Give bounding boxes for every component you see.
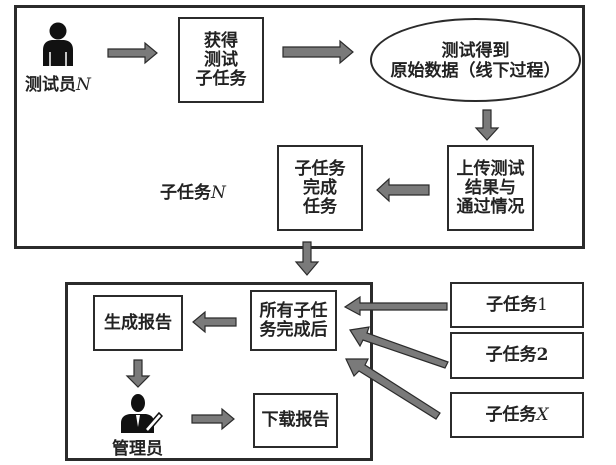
admin-label: 管理员: [112, 439, 163, 459]
tester-var: N: [76, 75, 91, 95]
arrow-ellipse-to-upload: [474, 109, 500, 141]
arrow-report-to-admin: [125, 359, 151, 388]
tester-workflow-frame: [14, 5, 585, 249]
subtask-1-suffix: 1: [537, 294, 548, 315]
arrow-frame-to-all-done: [294, 241, 320, 276]
tester-label-text: 测试员: [25, 75, 76, 95]
subtask-n-var: N: [211, 183, 226, 203]
download-report-box: 下载报告: [253, 393, 338, 448]
subtask-n-label: 子任务N: [160, 178, 226, 203]
upload-results-box: 上传测试 结果与 通过情况: [447, 145, 534, 231]
subtask-n-text: 子任务: [160, 183, 211, 203]
subtask-x-suffix: X: [536, 404, 549, 425]
subtask-2-suffix: 2: [536, 345, 549, 365]
subtask-x-label: 子任务: [485, 404, 537, 425]
subtask-complete-box: 子任务 完成 任务: [277, 145, 363, 231]
tester-label: 测试员N: [25, 70, 91, 95]
generate-report-box: 生成报告: [93, 295, 183, 351]
arrow-all-done-to-report: [192, 310, 237, 334]
raw-data-ellipse: 测试得到 原始数据（线下过程）: [370, 18, 581, 102]
arrow-subtask-x-to-all-done: [345, 358, 441, 420]
tester-person-icon: [43, 22, 73, 66]
arrow-subtask-2-to-all-done: [349, 326, 449, 369]
get-subtask-box: 获得 测试 子任务: [178, 17, 264, 103]
subtask-1-label: 子任务: [486, 294, 538, 315]
arrow-tester-to-get-task: [107, 41, 158, 65]
arrow-admin-to-download: [191, 407, 235, 431]
arrow-upload-to-complete: [376, 177, 430, 203]
arrow-subtask-1-to-all-done: [343, 295, 448, 316]
subtask-2-label: 子任务: [485, 345, 537, 365]
all-subtasks-done-box: 所有子任 务完成后: [250, 290, 337, 351]
admin-person-icon: [121, 394, 163, 433]
arrow-get-task-to-ellipse: [282, 39, 354, 65]
